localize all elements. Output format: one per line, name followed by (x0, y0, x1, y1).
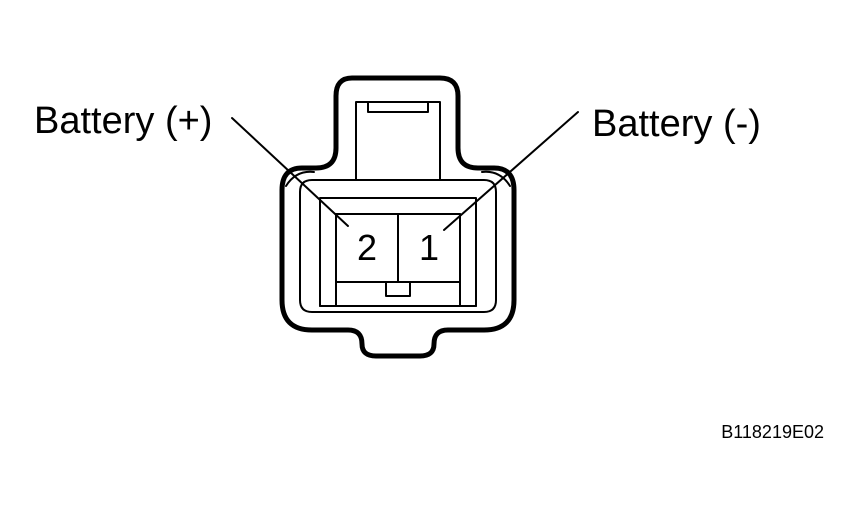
pin-2-label: 2 (357, 227, 377, 268)
battery-positive-label: Battery (+) (34, 100, 212, 142)
battery-negative-label: Battery (-) (592, 103, 761, 145)
right-shoulder-arc (481, 170, 511, 187)
pin-1-box (397, 213, 461, 283)
pin-1-label: 1 (419, 227, 439, 268)
latch-window (367, 101, 429, 113)
bottom-key (385, 281, 411, 297)
leader-line-negative (443, 111, 579, 231)
inner-housing (299, 179, 497, 313)
connector-housing-outline (279, 75, 517, 359)
leader-line-positive (231, 117, 349, 227)
figure-code: B118219E02 (721, 422, 824, 442)
left-shoulder-arc (285, 170, 315, 187)
latch-tab (355, 101, 441, 181)
